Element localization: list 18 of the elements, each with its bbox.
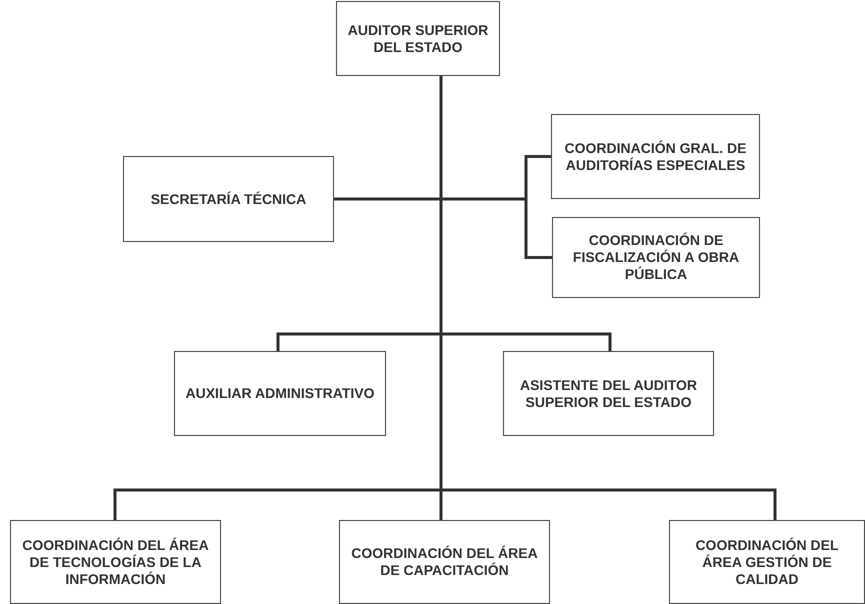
position-title: COORDINACIÓN GRAL. DE AUDITORÍAS ESPECIALES xyxy=(564,140,748,174)
org-box xyxy=(503,351,714,436)
org-box xyxy=(552,217,760,298)
position-title: SECRETARÍA TÉCNICA xyxy=(150,190,308,208)
position-title: COORDINACIÓN DEL ÁREA DE CAPACITACIÓN xyxy=(350,545,539,579)
position-title: COORDINACIÓN DEL ÁREA GESTIÓN DE CALIDAD xyxy=(694,536,840,588)
org-box xyxy=(174,351,386,436)
org-box xyxy=(336,1,500,76)
org-box xyxy=(551,114,760,199)
position-title: ASISTENTE DEL AUDITOR SUPERIOR DEL ESTADO xyxy=(518,376,698,410)
position-title: AUXILIAR ADMINISTRATIVO xyxy=(184,385,376,402)
position-title: COORDINACIÓN DE FISCALIZACIÓN A OBRA PÚBLICA xyxy=(572,232,740,283)
position-title: AUDITOR SUPERIOR DEL ESTADO xyxy=(346,22,490,56)
org-box xyxy=(10,520,221,604)
org-box xyxy=(669,520,865,604)
position-title: COORDINACIÓN DEL ÁREA DE TECNOLOGÍAS DE LA INFORMACIÓN xyxy=(21,536,210,588)
org-box xyxy=(339,520,550,604)
org-box xyxy=(123,156,334,242)
